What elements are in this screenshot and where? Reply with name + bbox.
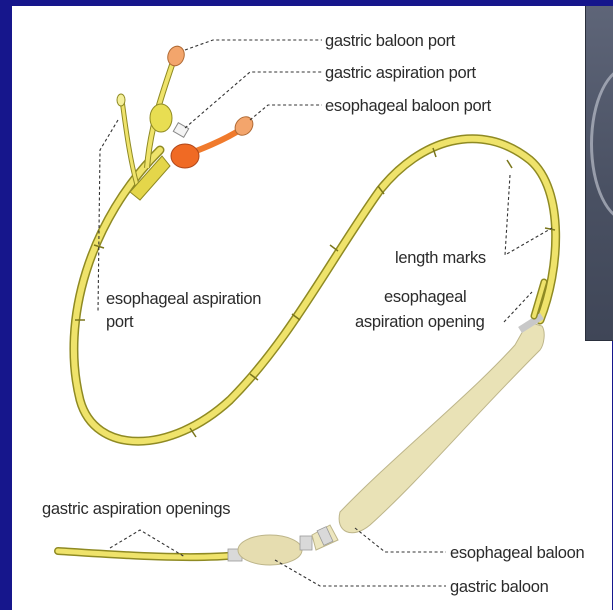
label-esophageal-baloon-port: esophageal baloon port bbox=[325, 97, 492, 115]
label-gastric-baloon-port: gastric baloon port bbox=[325, 32, 456, 50]
gastric-baloon-shape bbox=[238, 535, 302, 565]
label-gastric-aspiration-port: gastric aspiration port bbox=[325, 64, 477, 82]
label-gastric-aspiration-openings: gastric aspiration openings bbox=[42, 500, 230, 518]
label-esophageal-aspiration-port-2: port bbox=[106, 313, 134, 331]
label-esophageal-aspiration-port-1: esophageal aspiration bbox=[106, 290, 261, 308]
bottom-tube bbox=[58, 525, 338, 565]
label-esophageal-aspiration-opening-2: aspiration opening bbox=[355, 313, 485, 331]
label-gastric-baloon: gastric baloon bbox=[450, 578, 549, 596]
label-length-marks: length marks bbox=[395, 249, 486, 267]
label-esophageal-aspiration-opening-1: esophageal bbox=[384, 288, 466, 306]
label-esophageal-baloon: esophageal baloon bbox=[450, 544, 584, 562]
